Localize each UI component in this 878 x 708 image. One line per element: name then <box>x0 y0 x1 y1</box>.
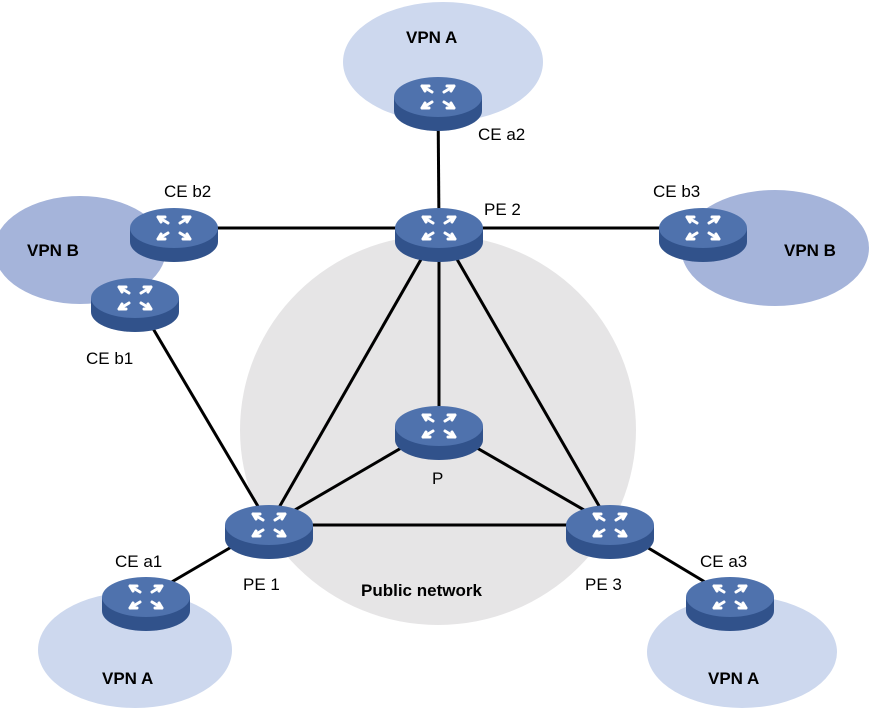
vpn-b-right-label: VPN B <box>784 241 836 260</box>
pe3-router-icon[interactable] <box>564 503 656 561</box>
zone-labels: VPN A VPN B VPN B Public network VPN A V… <box>27 28 836 688</box>
ce-a1-label: CE a1 <box>115 552 162 571</box>
ce-b1-router-icon[interactable] <box>89 276 181 334</box>
ce-b3-router-icon[interactable] <box>657 206 749 264</box>
vpn-a-top-label: VPN A <box>406 28 457 47</box>
ce-a2-label: CE a2 <box>478 125 525 144</box>
pe1-label: PE 1 <box>243 575 280 594</box>
ce-b2-router-icon[interactable] <box>128 206 220 264</box>
link-pe2-pe1 <box>267 227 441 526</box>
ce-b2-label: CE b2 <box>164 182 211 201</box>
pe2-label: PE 2 <box>484 200 521 219</box>
ce-b3-label: CE b3 <box>653 182 700 201</box>
public-network-label: Public network <box>361 581 482 600</box>
vpn-a-top-site <box>343 2 543 122</box>
vpn-b-left-site <box>0 196 166 304</box>
vpn-a-bottom-left-label: VPN A <box>102 669 153 688</box>
vpn-b-left-label: VPN B <box>27 241 79 260</box>
pe3-label: PE 3 <box>585 575 622 594</box>
vpn-a-bottom-right-site <box>647 596 837 708</box>
ce-a3-router-icon[interactable] <box>684 575 776 633</box>
ce-a1-router-icon[interactable] <box>100 575 192 633</box>
pe1-router-icon[interactable] <box>223 503 315 561</box>
ce-b1-label: CE b1 <box>86 349 133 368</box>
link-pe2-pe3 <box>437 227 612 526</box>
p-router-icon[interactable] <box>393 404 485 462</box>
link-ce_b1-pe1 <box>133 297 271 526</box>
ce-a3-label: CE a3 <box>700 552 747 571</box>
device-labels: CE a2 PE 2 CE b2 CE b3 CE b1 P PE 1 PE 3… <box>86 125 747 594</box>
p-label: P <box>432 469 443 488</box>
vpn-a-bottom-right-label: VPN A <box>708 669 759 688</box>
ce-a2-router-icon[interactable] <box>392 75 484 133</box>
pe2-router-icon[interactable] <box>393 206 485 264</box>
